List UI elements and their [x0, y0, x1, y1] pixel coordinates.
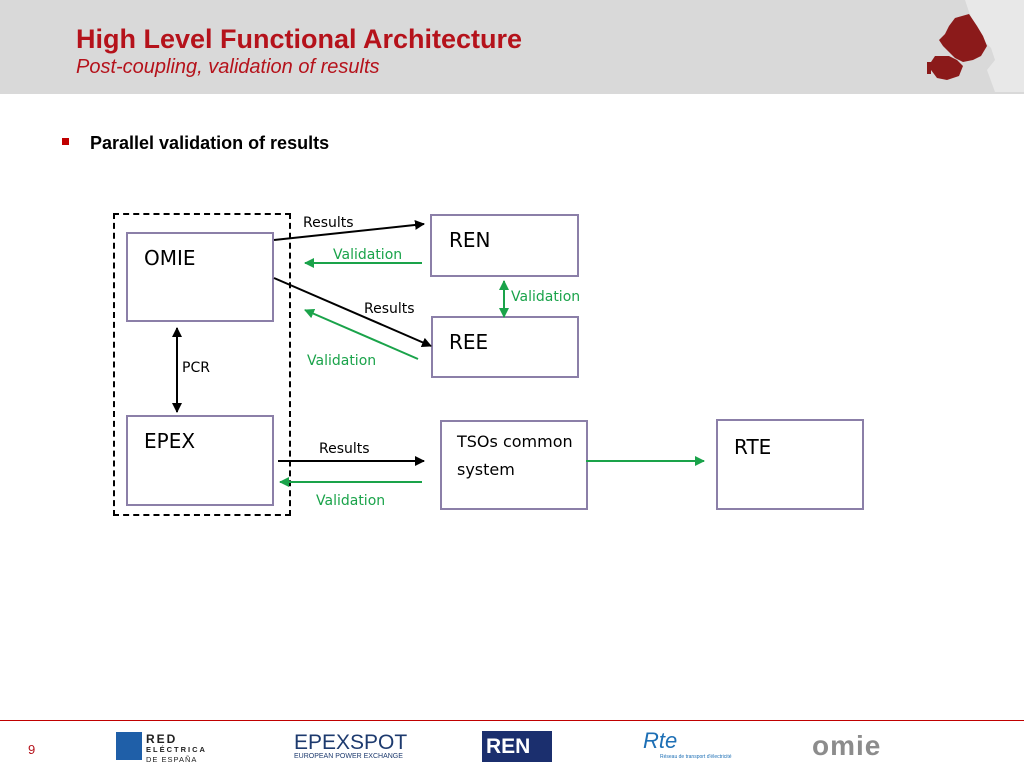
ren-box: REN — [430, 214, 579, 277]
omie-to-ree-results-arrow — [273, 277, 432, 348]
omie-logo: omie — [812, 730, 882, 761]
red-electrica-logo-line3: DE ESPAÑA — [146, 755, 198, 764]
tsos-label-line1: TSOs common — [457, 432, 573, 451]
validation-label-tsos: Validation — [316, 493, 386, 509]
slide-subtitle: Post-coupling, validation of results — [76, 56, 380, 78]
ree-label: REE — [449, 330, 489, 354]
tsos-common-system-box: TSOs common system — [440, 420, 588, 510]
epex-spot-logo: EPEXSPOT — [294, 731, 408, 754]
red-electrica-logo-line2: ELÉCTRICA — [146, 745, 207, 754]
validation-label-ren-ree: Validation — [511, 289, 581, 305]
header-bar — [0, 0, 1024, 94]
epex-box: EPEX — [126, 415, 274, 506]
ren-label: REN — [449, 228, 491, 252]
ren-logo: REN — [482, 731, 552, 762]
ree-box: REE — [431, 316, 579, 378]
europe-map-icon — [927, 0, 1024, 92]
footer-divider — [0, 720, 1024, 721]
red-electrica-logo-line1: RED — [146, 732, 178, 746]
results-label-ree: Results — [364, 301, 415, 317]
bullet-text: Parallel validation of results — [90, 133, 330, 153]
page-number: 9 — [28, 742, 36, 757]
results-label-tsos: Results — [319, 441, 370, 457]
epex-spot-logo-subtitle: EUROPEAN POWER EXCHANGE — [294, 753, 403, 760]
validation-label-ren: Validation — [333, 247, 403, 263]
rte-logo: Rte — [643, 728, 678, 753]
omie-label: OMIE — [144, 246, 196, 270]
tsos-label-line2: system — [457, 460, 515, 479]
pcr-group-box — [113, 213, 291, 516]
pcr-label: PCR — [182, 360, 210, 376]
rte-logo-subtitle: Réseau de transport d'électricité — [660, 754, 732, 760]
rte-box: RTE — [716, 419, 864, 510]
validation-label-ree: Validation — [307, 353, 377, 369]
results-label-ren: Results — [303, 215, 354, 231]
bullet-marker — [62, 138, 69, 145]
omie-box: OMIE — [126, 232, 274, 322]
red-electrica-logo-icon — [116, 732, 142, 760]
ree-to-omie-validation-arrow — [304, 308, 419, 360]
omie-to-ren-results-arrow — [273, 219, 425, 241]
epex-label: EPEX — [144, 429, 196, 453]
rte-label: RTE — [734, 435, 772, 459]
slide-title: High Level Functional Architecture — [76, 24, 523, 54]
